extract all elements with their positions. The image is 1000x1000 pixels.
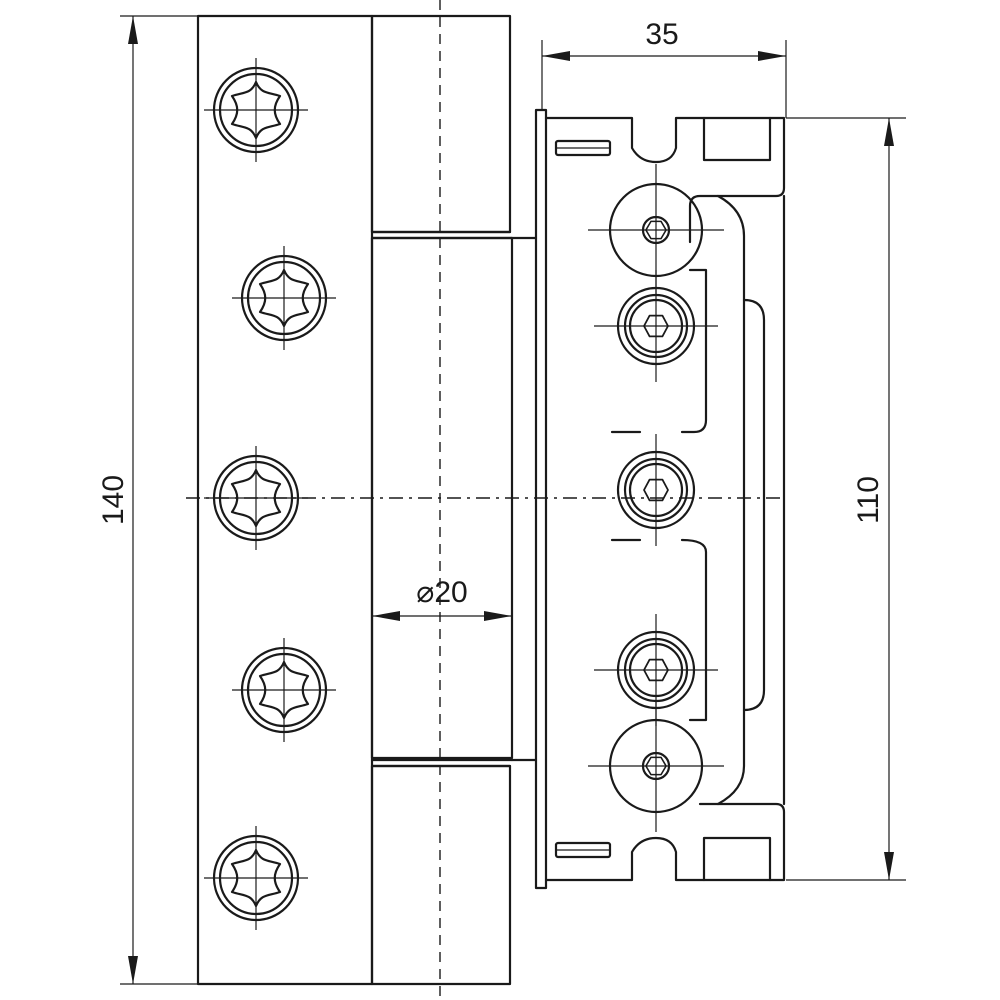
hinge-knuckle [370, 14, 538, 986]
frame-outline [534, 108, 548, 890]
dimension-frame-height: 110 [786, 117, 906, 881]
knuckle-bottom-segment [370, 764, 512, 986]
knuckle-top-segment [370, 14, 512, 234]
dimension-overall-height: 140 [97, 15, 198, 985]
hex-socket-screw-icon [616, 434, 696, 546]
hinge-frame-part [534, 108, 786, 890]
width-label: 35 [645, 18, 678, 51]
knuckle-diameter-label: ⌀20 [416, 576, 467, 609]
frame-screws [588, 164, 724, 832]
torx-screw-icon [232, 638, 336, 742]
leaf-screws [204, 58, 336, 930]
torx-screw-icon [204, 446, 308, 550]
dimension-knuckle-diameter: ⌀20 [372, 576, 512, 621]
hex-socket-screw-icon [594, 270, 718, 382]
center-lines [186, 0, 786, 1000]
torx-screw-icon [232, 246, 336, 350]
torx-screw-icon [204, 58, 308, 162]
dimension-width: 35 [541, 18, 787, 118]
hinge-leaf [196, 14, 374, 986]
frame-height-label: 110 [852, 476, 885, 524]
hex-socket-screw-icon [588, 700, 724, 832]
overall-height-label: 140 [97, 475, 130, 525]
torx-screw-icon [204, 826, 308, 930]
hex-socket-screw-icon [594, 614, 718, 726]
